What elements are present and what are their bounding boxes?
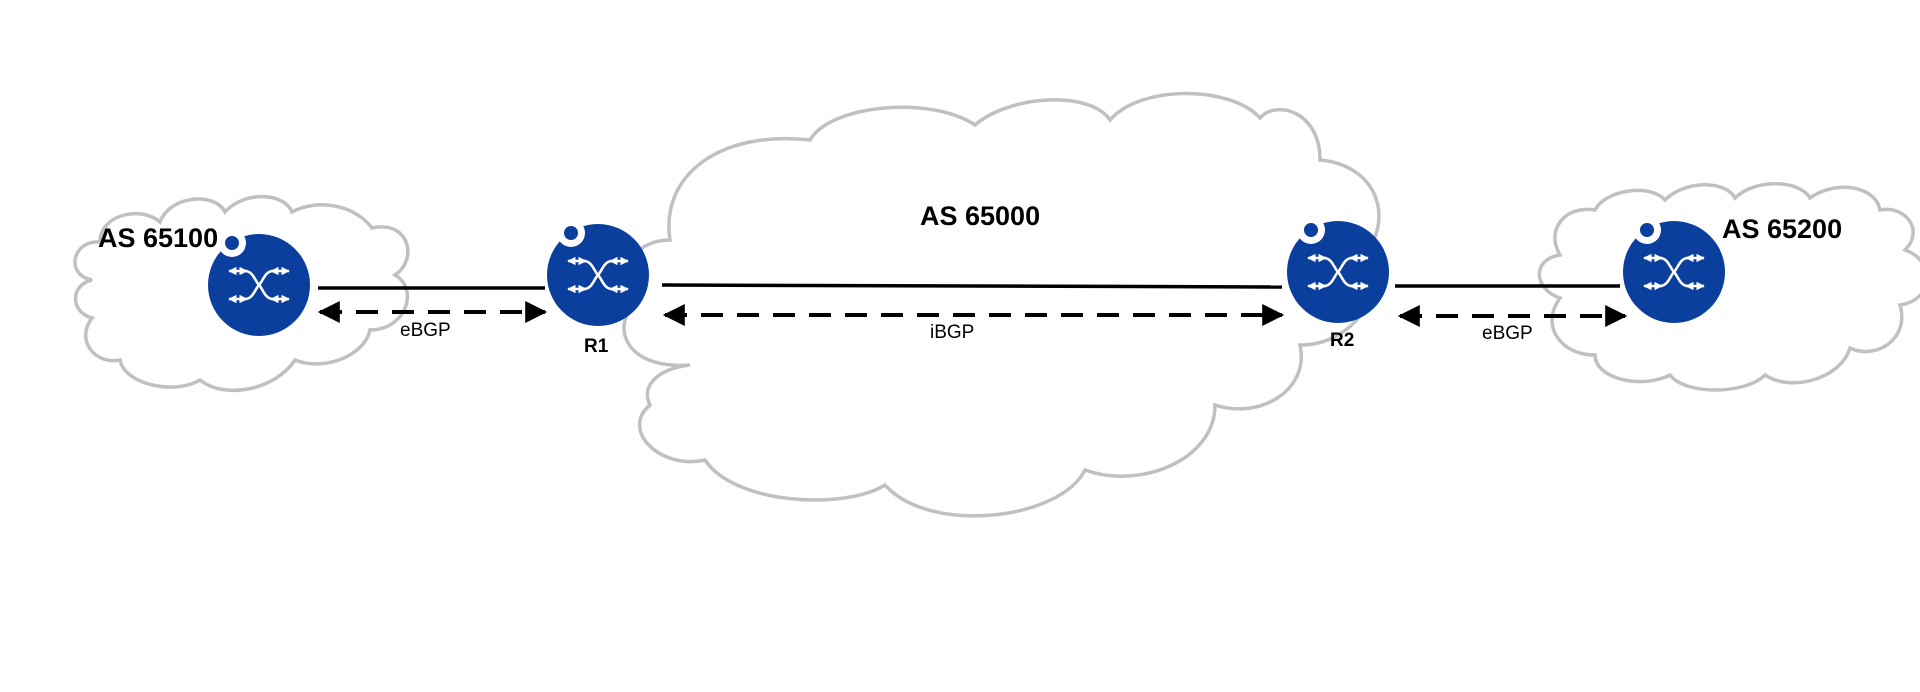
cloud-as-center bbox=[622, 91, 1381, 518]
as-label-65100: AS 65100 bbox=[98, 223, 218, 253]
session-label-right: eBGP bbox=[1482, 323, 1533, 344]
router-label-r1: R1 bbox=[584, 336, 609, 357]
router-icon bbox=[208, 229, 310, 336]
router-icon bbox=[547, 219, 649, 326]
router-icon bbox=[1287, 216, 1389, 323]
session-label-center: iBGP bbox=[930, 322, 974, 343]
router-badge-dot bbox=[1304, 223, 1318, 237]
router-cross-line bbox=[583, 259, 613, 291]
as-label-65000: AS 65000 bbox=[920, 201, 1040, 231]
session-label-left: eBGP bbox=[400, 320, 451, 341]
router-badge-dot bbox=[1640, 223, 1654, 237]
router-cross-line bbox=[1659, 256, 1689, 288]
router-cross-line bbox=[244, 269, 274, 301]
router-badge-dot bbox=[564, 226, 578, 240]
as-label-65200: AS 65200 bbox=[1722, 214, 1842, 244]
link-r1-r2 bbox=[661, 283, 1283, 289]
router-cross-line bbox=[1323, 256, 1353, 288]
router-badge-dot bbox=[225, 236, 239, 250]
router-label-r2: R2 bbox=[1330, 330, 1354, 351]
router-icon bbox=[1623, 216, 1725, 323]
